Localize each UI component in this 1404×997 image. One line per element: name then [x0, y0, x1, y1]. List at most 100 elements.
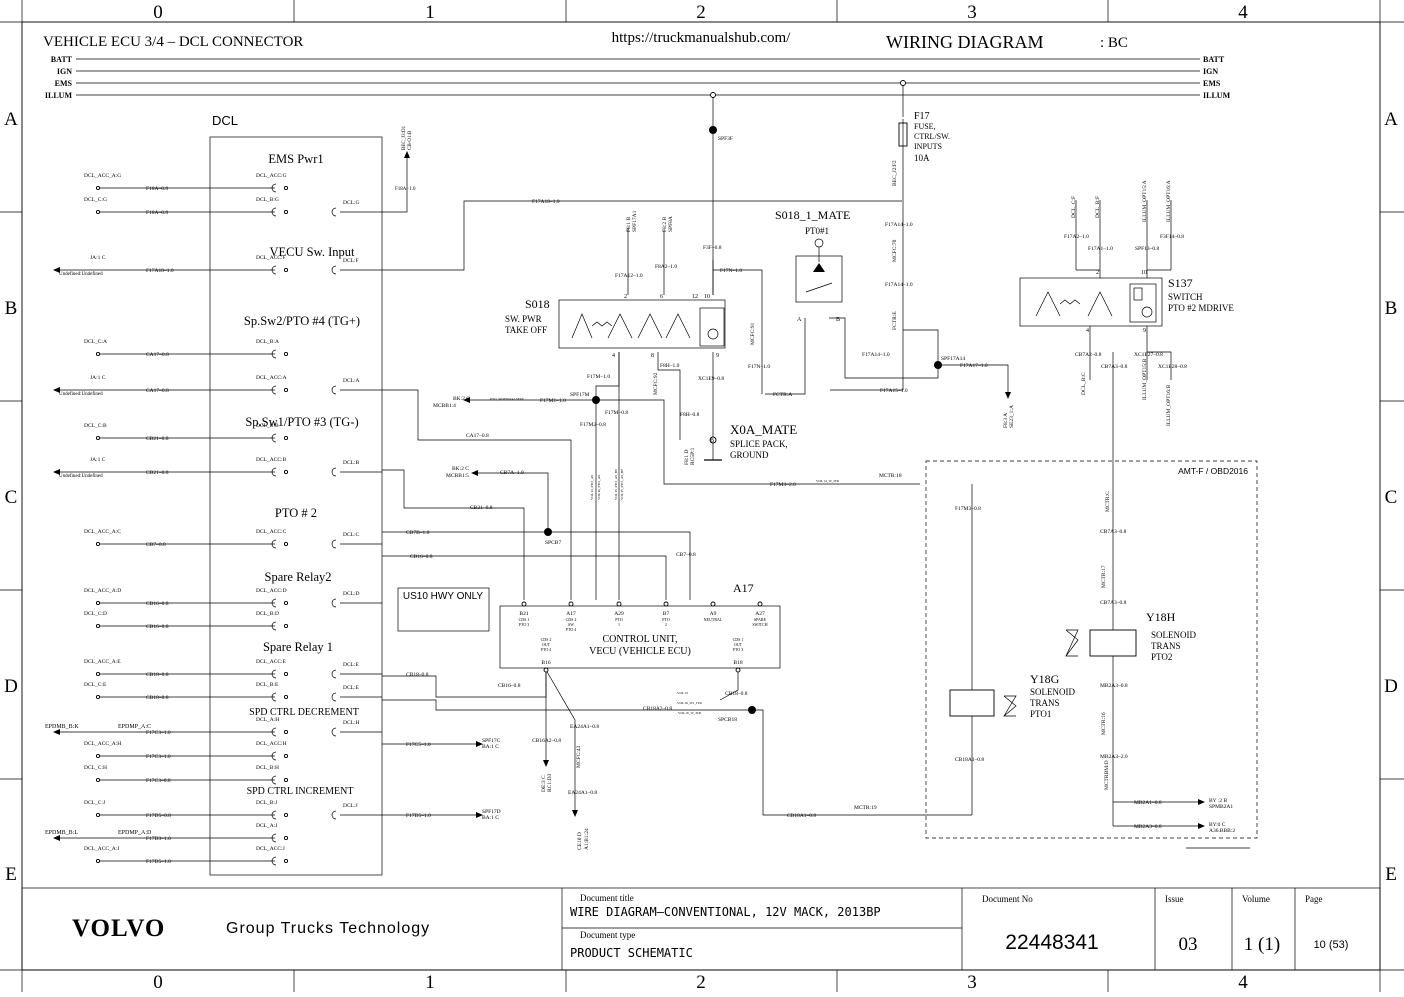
rail-batt: BATT	[1203, 55, 1225, 64]
group-label: Sp.Sw1/PTO #3 (TG-)	[245, 415, 358, 429]
pin-number: A	[797, 317, 802, 323]
ref-label: DCL_C:F	[1071, 196, 1077, 218]
wire-label: MCFC:92	[653, 372, 659, 395]
ref-label: F8:2 B	[662, 217, 668, 232]
wire-out-label: DCL:C	[343, 532, 360, 538]
source-url: https://truckmanualshub.com/	[612, 30, 792, 46]
pin-desc: NEUTRAL	[704, 617, 723, 622]
epdmp-label: EPDMP_A:C	[118, 724, 151, 730]
volume-value: 1 (1)	[1244, 934, 1280, 955]
component-id: S137	[1168, 276, 1193, 290]
amt-label: AMT-F / OBD2016	[1178, 466, 1248, 476]
wire-label: F17M–0.8	[605, 410, 628, 416]
switch-s018[interactable]: S018 SW. PWR TAKE OFF	[505, 297, 726, 349]
wire-dest-label: DCL_ACC:A	[256, 375, 287, 381]
wire-out-label: DCL:J	[343, 803, 359, 809]
ref-label: A1:B1:24	[584, 828, 590, 850]
wire-label: EA24A1–0.8	[568, 790, 597, 796]
ref-label: RC1:D3	[547, 773, 553, 792]
tiny-label: PTO_SIDENOALSEDI	[490, 397, 524, 401]
wire-label: F17A18–1.0	[532, 199, 560, 205]
group-label: Sp.Sw2/PTO #4 (TG+)	[244, 314, 360, 328]
tiny-label: VOL13	[677, 691, 688, 695]
solenoid-y18h[interactable]: Y18H SOLENOID TRANS PTO2	[1065, 610, 1196, 662]
control-unit-a17[interactable]: A17 CONTROL UNIT, VECU (VEHICLE ECU) B21…	[519, 581, 768, 673]
wire-label: F17D3–1.0	[146, 836, 171, 842]
arrow-icon	[53, 469, 60, 475]
wire-label: CB21–0.8	[146, 436, 169, 442]
pin-number: 12	[692, 294, 698, 300]
ground-x0a: X0A_MATE SPLICE PACK, GROUND	[709, 422, 797, 460]
org-name: Group Trucks Technology	[226, 920, 430, 937]
wire-label: F17A14–1.0	[862, 352, 890, 358]
pin-id: B21	[519, 611, 528, 617]
wire-label: MB2A3–0.8	[1100, 683, 1128, 689]
column-markers: 0 1 2 3 4 0 1 2 3 4	[153, 2, 1248, 993]
switch-s137[interactable]: S137 SWITCH PTO #2 MDRIVE	[1019, 276, 1234, 327]
pin-desc: PTO	[615, 617, 623, 622]
component-line: SOLENOID	[1030, 687, 1075, 697]
col-marker: 4	[1238, 2, 1248, 23]
component-line: TRANS	[1151, 641, 1181, 651]
rail-ign: IGN	[57, 67, 72, 76]
wire-label: F17C3–1.0	[146, 730, 171, 736]
pin-desc: SW	[568, 622, 574, 627]
wire-label: SPCB7	[545, 540, 561, 546]
ref-label: SPF17C	[482, 738, 501, 744]
wire-source-label: JA:1 C	[90, 255, 106, 261]
row-markers: A B C D E A B C D E	[4, 109, 1398, 885]
component-line: TAKE OFF	[505, 325, 547, 335]
wire-dest-label: DCL_ACC:E	[256, 659, 287, 665]
bec-label: BEC_J3:D1	[402, 125, 407, 150]
wire-label: XC1E27–0.8	[1134, 352, 1163, 358]
ref-label: F8:1 D	[684, 450, 690, 465]
dcl-wire-row: JA:1 CUndefined:UndefinedCA17–0.8DCL_ACC…	[53, 375, 382, 397]
wire-label: F17A14–1.0	[885, 282, 913, 288]
wire-label: CB21–0.8	[470, 505, 493, 511]
component-line: SPLICE PACK,	[730, 439, 788, 449]
wire-label: F17N–1.0	[748, 364, 770, 370]
solenoid-y18g[interactable]: Y18G SOLENOID TRANS PTO1	[1003, 672, 1075, 719]
tiny-refs: PTO_SIDENOALSEDI VOL14_W_ITR VOL13 VOL16…	[490, 397, 840, 715]
pin-id: A9	[710, 611, 717, 617]
component-id: Y18G	[1030, 672, 1060, 686]
field-label: Document No	[982, 894, 1033, 904]
wire-label: F17M2–0.8	[580, 422, 606, 428]
wire-label: CB7A3–0.8	[1100, 600, 1127, 606]
col-marker: 3	[967, 972, 977, 992]
wire-labels: F17A18–1.0 SPF3F F17A14–1.0 F17A14–1.0 F…	[406, 136, 1187, 830]
field-label: Issue	[1165, 894, 1184, 904]
wire-label: CB16A2–0.8	[532, 738, 561, 744]
wire-out-label: DCL:E	[343, 662, 360, 668]
wire-label: XC1E9–0.8	[698, 376, 724, 382]
rail-ems: EMS	[55, 79, 73, 88]
wire-label: MCTR:18	[879, 473, 902, 479]
wire-label: F8H–0.8	[680, 412, 700, 418]
wire-out-label: DCL:G	[343, 200, 360, 206]
pin-desc: PTO 4	[541, 647, 551, 652]
connector-s018-mate[interactable]: S018_1_MATE PT0#1	[775, 208, 850, 303]
wire-out-label: DCL:A	[343, 378, 360, 384]
doc-type: PRODUCT SCHEMATIC	[570, 946, 693, 960]
wire-label: CB7B–1.0	[406, 530, 430, 536]
pin-id: B18	[733, 660, 742, 666]
pin-number: 4	[1086, 328, 1089, 334]
epdmb-label: EPDMB_B:K	[45, 724, 79, 730]
pin-desc: OUT	[734, 642, 743, 647]
wire-label: FCTR:A	[773, 392, 792, 398]
wire-label: CB7A–1.0	[500, 470, 524, 476]
component-line: VECU (VEHICLE ECU)	[589, 646, 691, 657]
wire-source-label: JA:1 C	[90, 457, 106, 463]
component-id: F17	[914, 111, 930, 122]
wire-label: MCFC:91	[750, 322, 756, 345]
fuse-f17[interactable]: F17 FUSE, CTRL/SW. INPUTS 10A	[914, 111, 950, 163]
dcl-extras: EPDMB_B:K EPDMP_A:C EPDMB_B:L EPDMP_A:D …	[45, 125, 413, 836]
ref-label: MCBB1:4	[433, 403, 456, 409]
group-label: Spare Relay2	[265, 570, 332, 584]
wire-dest-label: DCL_B:B	[256, 423, 279, 429]
